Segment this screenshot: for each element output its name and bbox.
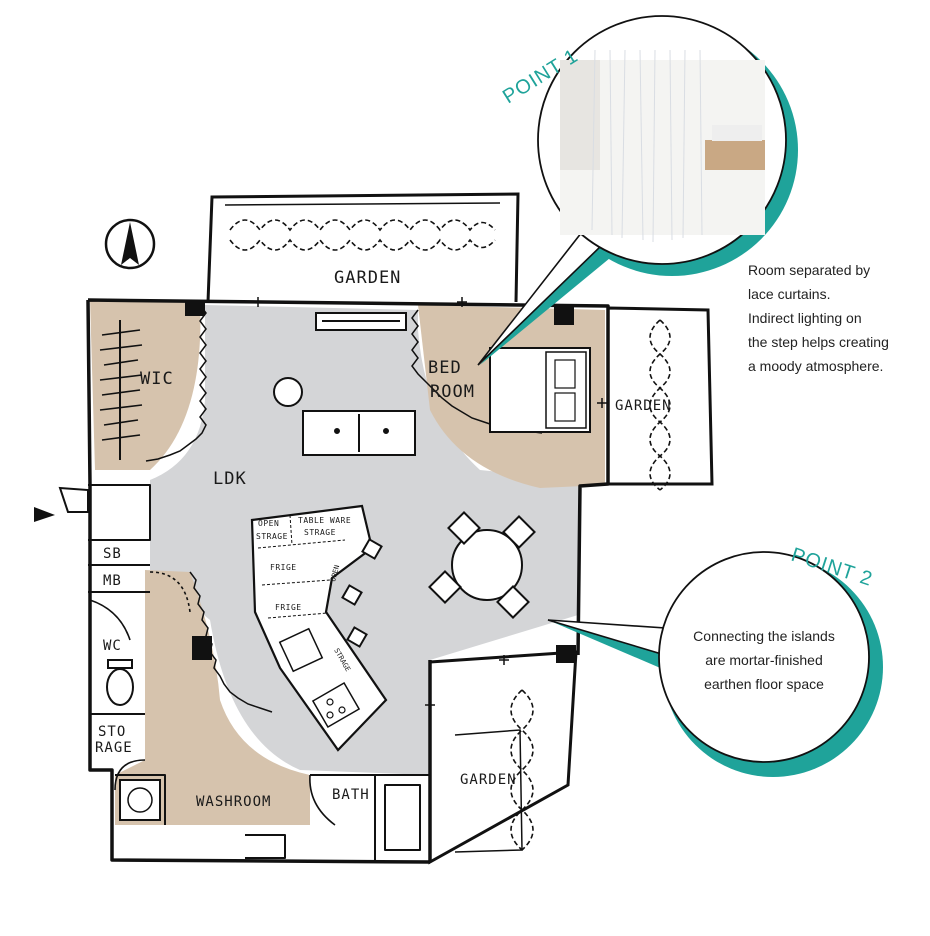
label-open-strage-2: STRAGE bbox=[256, 532, 288, 541]
side-table bbox=[273, 377, 303, 407]
point1-note-line: lace curtains. bbox=[748, 286, 831, 302]
label-wic: WIC bbox=[140, 369, 174, 389]
garden-right-outline bbox=[606, 306, 714, 486]
doors bbox=[58, 486, 336, 826]
label-tableware-2: STRAGE bbox=[304, 528, 336, 537]
point1-note-line: the step helps creating bbox=[748, 334, 889, 350]
structural-columns bbox=[185, 300, 576, 663]
room-labels: GARDEN GARDEN GARDEN WIC BED ROOM LDK SB… bbox=[95, 268, 672, 810]
point2-note-line: earthen floor space bbox=[704, 676, 824, 692]
point2-note-line: are mortar-finished bbox=[705, 652, 823, 668]
point2-note-line: Connecting the islands bbox=[693, 628, 835, 644]
furniture bbox=[106, 312, 591, 821]
point2-callout bbox=[547, 551, 883, 777]
wic-hangers bbox=[99, 329, 143, 441]
label-washroom: WASHROOM bbox=[196, 794, 271, 810]
label-fridge-2: FRIGE bbox=[275, 603, 302, 612]
point2-note: Connecting the islands are mortar-finish… bbox=[676, 624, 852, 696]
garden-shrubs bbox=[229, 219, 671, 851]
kitchen-island bbox=[250, 504, 388, 752]
label-mb: MB bbox=[103, 573, 122, 589]
toilet-tank bbox=[107, 659, 133, 669]
outer-wall bbox=[86, 298, 610, 864]
label-garden-bottom: GARDEN bbox=[460, 772, 517, 788]
north-arrow-icon bbox=[104, 218, 156, 270]
label-fridge-1: FRIGE bbox=[270, 563, 297, 572]
dining-table bbox=[451, 529, 523, 601]
washroom-floor bbox=[115, 570, 310, 825]
curtain-photo-image bbox=[560, 49, 765, 243]
walls bbox=[86, 298, 610, 864]
label-storage-1: STO bbox=[98, 724, 126, 740]
label-garden-top: GARDEN bbox=[334, 268, 401, 288]
wic-floor bbox=[90, 300, 201, 470]
point1-note: Room separated by lace curtains. Indirec… bbox=[748, 258, 889, 378]
outlet-markers bbox=[253, 297, 607, 710]
label-tableware-1: TABLE WARE bbox=[298, 516, 351, 525]
label-garden-right: GARDEN bbox=[615, 398, 672, 414]
point1-note-line: Indirect lighting on bbox=[748, 310, 862, 326]
label-sb: SB bbox=[103, 546, 122, 562]
label-open-strage-1: OPEN bbox=[258, 519, 279, 528]
point1-callout bbox=[477, 15, 798, 366]
label-ldk: LDK bbox=[213, 469, 247, 489]
label-wc: WC bbox=[103, 638, 122, 654]
toilet-bowl bbox=[106, 668, 134, 706]
label-storage-2: RAGE bbox=[95, 740, 133, 756]
point1-note-line: a moody atmosphere. bbox=[748, 358, 884, 374]
label-bedroom-1: BED bbox=[428, 358, 462, 378]
garden-bottom-outline bbox=[428, 650, 578, 865]
point1-note-line: Room separated by bbox=[748, 262, 871, 278]
label-bedroom-2: ROOM bbox=[430, 382, 475, 402]
garden-top-outline bbox=[206, 192, 520, 303]
label-bath: BATH bbox=[332, 787, 370, 803]
entrance-arrow-icon bbox=[34, 507, 55, 522]
